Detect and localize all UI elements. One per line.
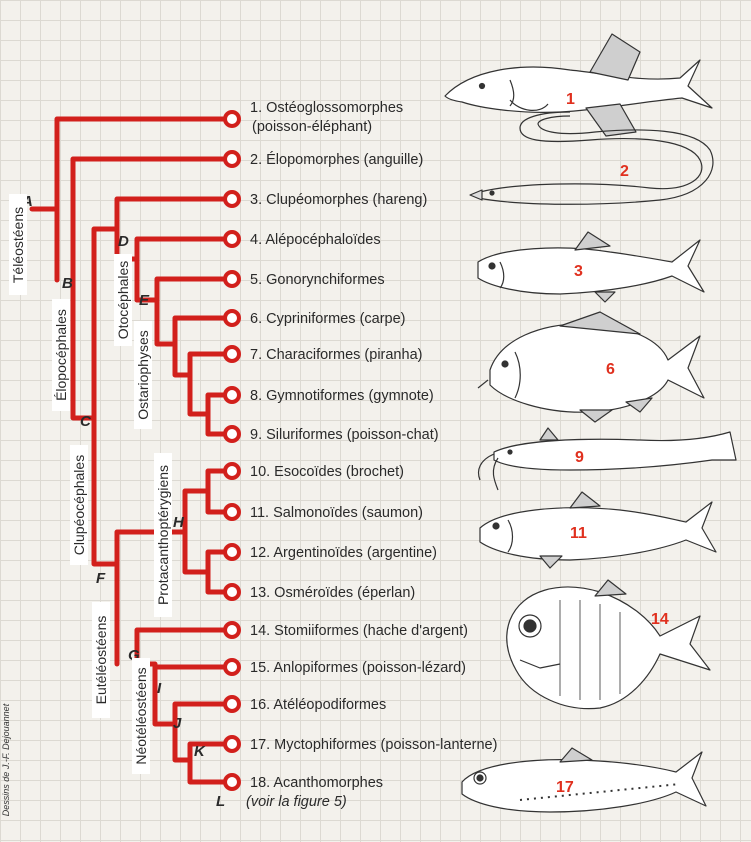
taxon-label: 14. Stomiiformes (hache d'argent) <box>250 623 468 639</box>
taxon-label: 7. Characiformes (piranha) <box>250 347 422 363</box>
taxon-label: 2. Élopomorphes (anguille) <box>250 151 423 168</box>
fish-3-herring <box>478 232 704 302</box>
tip-marker <box>225 311 239 325</box>
taxon-label: 8. Gymnotiformes (gymnote) <box>250 388 434 404</box>
taxon-labels: 1. Ostéoglossomorphes (poisson-éléphant)… <box>246 100 497 810</box>
fish-11-salmon <box>480 492 716 568</box>
node-letter-d: D <box>118 233 129 250</box>
tip-marker <box>225 623 239 637</box>
taxon-label: 16. Atéléopodiformes <box>250 697 386 713</box>
taxon-label: 12. Argentinoïdes (argentine) <box>250 545 437 561</box>
fish-number: 9 <box>575 449 584 466</box>
taxon-label: 13. Osméroïdes (éperlan) <box>250 585 415 601</box>
fish-1-elephantfish <box>445 34 712 136</box>
fish-number: 11 <box>570 525 587 542</box>
tip-marker <box>225 192 239 206</box>
taxon-label: 17. Myctophiformes (poisson-lanterne) <box>250 737 497 753</box>
tip-marker <box>225 775 239 789</box>
taxon-label: 5. Gonorynchiformes <box>250 272 385 288</box>
fish-9-catfish <box>479 428 736 490</box>
node-letter-i: I <box>157 680 162 697</box>
clade-label-teleosteens: Téléostéens <box>10 207 26 283</box>
taxon-label: 4. Alépocéphaloïdes <box>250 232 381 248</box>
node-letter-l: L <box>216 793 225 810</box>
taxon-label: 9. Siluriformes (poisson-chat) <box>250 427 439 443</box>
node-letter-k: K <box>194 743 206 760</box>
clade-label-euteleosteens: Eutéléostéens <box>93 616 109 705</box>
tip-markers <box>225 112 239 789</box>
node-letter-j: J <box>173 715 182 732</box>
clade-label-neoteleosteens: Néotéléostéens <box>133 667 149 764</box>
tip-marker <box>225 347 239 361</box>
tip-marker <box>225 505 239 519</box>
taxon-label: 1. Ostéoglossomorphes <box>250 100 403 116</box>
taxon-label: 10. Esocoïdes (brochet) <box>250 464 404 480</box>
taxon-label: 11. Salmonoïdes (saumon) <box>250 505 423 521</box>
tip-marker <box>225 388 239 402</box>
tip-marker <box>225 427 239 441</box>
fish-14-hatchetfish <box>507 580 710 709</box>
clade-label-ostariophyses: Ostariophyses <box>135 330 151 419</box>
fish-number: 1 <box>566 91 575 108</box>
tip-marker <box>225 545 239 559</box>
fish-17-lanternfish <box>462 748 706 812</box>
tip-marker <box>225 272 239 286</box>
fish-number: 3 <box>574 263 583 280</box>
taxon-label: 6. Cypriniformes (carpe) <box>250 311 406 327</box>
taxon-label: 15. Anlopiformes (poisson-lézard) <box>250 660 466 676</box>
tip-marker <box>225 152 239 166</box>
node-letter-f: F <box>96 570 106 587</box>
fish-illustrations <box>445 34 736 812</box>
fish-number: 2 <box>620 163 629 180</box>
tip-marker <box>225 660 239 674</box>
tip-marker <box>225 232 239 246</box>
node-letter-e: E <box>139 292 150 309</box>
clade-label-otocephales: Otocéphales <box>115 261 131 340</box>
clade-label-protacanthopterygiens: Protacanthoptérygiens <box>155 465 171 605</box>
fish-2-eel <box>470 112 713 204</box>
taxon-label-sub: (poisson-éléphant) <box>252 119 372 135</box>
fish-number: 17 <box>556 779 574 796</box>
clade-labels: Téléostéens Élopocéphales Clupéocéphales… <box>9 194 172 774</box>
fish-6-carp <box>478 312 704 422</box>
clade-label-clupeocephales: Clupéocéphales <box>71 455 87 555</box>
taxon-label: 3. Clupéomorphes (hareng) <box>250 192 427 208</box>
fish-number: 6 <box>606 361 615 378</box>
node-letter-b: B <box>62 275 73 292</box>
tip-marker <box>225 464 239 478</box>
tip-marker <box>225 697 239 711</box>
credit-text: Dessins de J.-F. Dejouannet <box>1 703 11 816</box>
taxon-label: 18. Acanthomorphes <box>250 775 383 791</box>
node-letter-c: C <box>80 413 92 430</box>
fish-number: 14 <box>651 611 669 628</box>
tip-marker <box>225 112 239 126</box>
tip-marker <box>225 737 239 751</box>
tree-branches <box>32 119 228 782</box>
node-letter-h: H <box>173 514 185 531</box>
clade-label-elopocephales: Élopocéphales <box>53 309 69 401</box>
tip-marker <box>225 585 239 599</box>
taxon-label-sub: (voir la figure 5) <box>246 794 347 810</box>
